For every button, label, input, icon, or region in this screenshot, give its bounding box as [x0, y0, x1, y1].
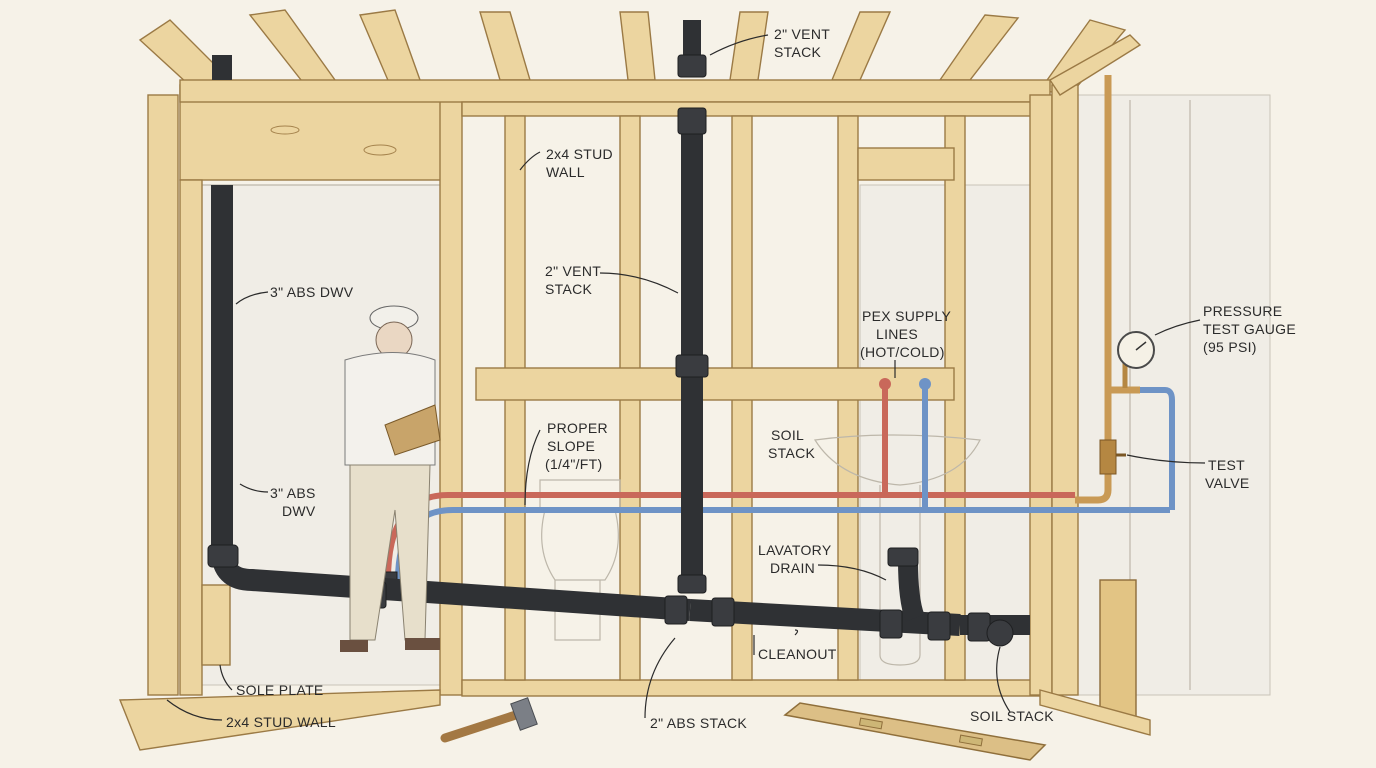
label-pressure-gauge-1: PRESSURE [1203, 303, 1282, 319]
label-pex-supply-2: LINES [876, 326, 918, 342]
label-sole-plate: SOLE PLATE [236, 682, 324, 698]
label-pex-supply-1: PEX SUPPLY [862, 308, 951, 324]
label-stud-wall-upper-2: WALL [546, 164, 585, 180]
label-pex-supply-3: (HOT/COLD) [860, 344, 945, 360]
label-lavatory-drain-1: LAVATORY [758, 542, 832, 558]
label-soil-stack-mid-2: STACK [768, 445, 815, 461]
labels: 2" VENT STACK 2x4 STUD WALL 3" ABS DWV 2… [226, 26, 1296, 731]
label-abs-dwv-lower-1: 3" ABS [270, 485, 316, 501]
label-vent-stack-mid-1: 2" VENT [545, 263, 601, 279]
label-pressure-gauge-2: TEST GAUGE [1203, 321, 1296, 337]
level-tool-icon [783, 702, 1047, 761]
label-vent-stack-top-1: 2" VENT [774, 26, 830, 42]
label-soil-stack-lower: SOIL STACK [970, 708, 1054, 724]
label-test-valve-1: TEST [1208, 457, 1245, 473]
label-stud-wall-lower: 2x4 STUD WALL [226, 714, 336, 730]
hammer-icon [440, 697, 538, 743]
main-stud-wall [179, 34, 1151, 736]
pressure-test-assembly [1075, 75, 1175, 510]
label-lavatory-drain-2: DRAIN [770, 560, 815, 576]
label-test-valve-2: VALVE [1205, 475, 1250, 491]
label-proper-slope-1: PROPER [547, 420, 608, 436]
label-cleanout: CLEANOUT [758, 646, 837, 662]
label-vent-stack-mid-2: STACK [545, 281, 592, 297]
label-soil-stack-mid-1: SOIL [771, 427, 804, 443]
label-proper-slope-2: SLOPE [547, 438, 595, 454]
abs-dwv-piping [207, 20, 1030, 647]
label-abs-dwv-upper: 3" ABS DWV [270, 284, 354, 300]
label-vent-stack-top-2: STACK [774, 44, 821, 60]
label-abs-stack: 2" ABS STACK [650, 715, 747, 731]
label-proper-slope-3: (1/4"/FT) [545, 456, 602, 472]
toilet-fixture [539, 479, 621, 641]
label-abs-dwv-lower-2: DWV [282, 503, 316, 519]
inspector-figure [340, 305, 441, 652]
label-pressure-gauge-3: (95 PSI) [1203, 339, 1257, 355]
ceiling-joists [138, 9, 1127, 96]
label-stud-wall-upper-1: 2x4 STUD [546, 146, 613, 162]
leader-lines [166, 34, 1206, 721]
